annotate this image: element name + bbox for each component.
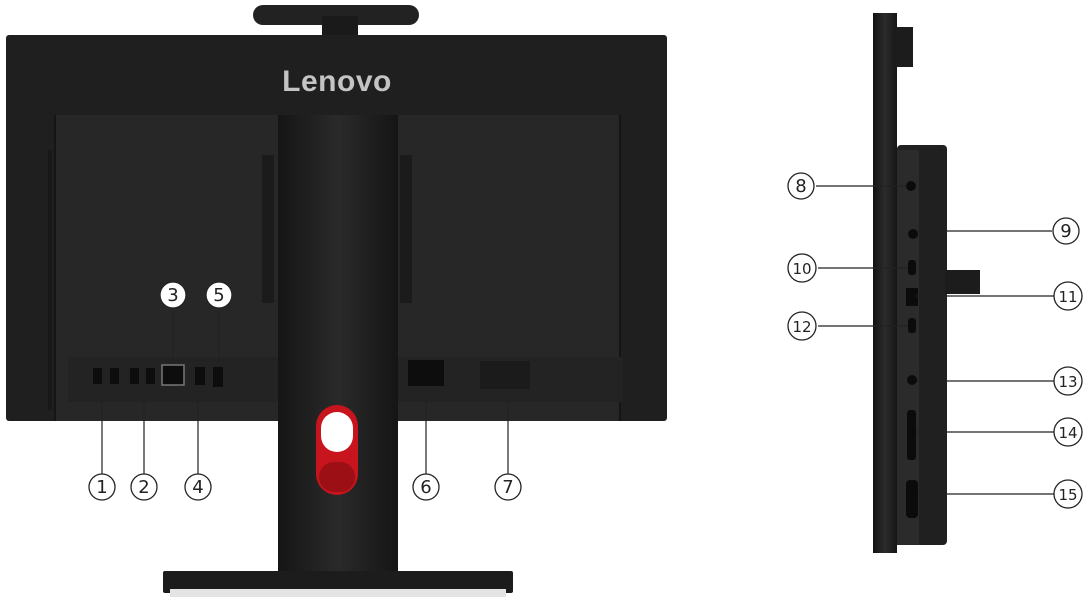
stand-base [163, 571, 513, 593]
svg-text:1: 1 [96, 477, 107, 498]
callout-1: 1 [88, 473, 116, 501]
callout-6: 6 [412, 473, 440, 501]
callout-2: 2 [130, 473, 158, 501]
svg-text:2: 2 [138, 477, 149, 498]
hdmi-port [195, 367, 205, 385]
callout-badges: 1 2 3 4 5 6 7 8 [88, 172, 1083, 509]
side-panel [873, 13, 897, 553]
svg-text:3: 3 [167, 285, 178, 306]
callout-5: 5 [205, 281, 233, 309]
ethernet-port [161, 364, 185, 386]
callout-12: 12 [787, 311, 817, 341]
callout-15: 15 [1053, 479, 1083, 509]
svg-text:4: 4 [192, 477, 203, 498]
callout-10: 10 [787, 253, 817, 283]
svg-text:9: 9 [1060, 221, 1071, 242]
usb-port [130, 368, 139, 384]
callout-8: 8 [787, 172, 815, 200]
displayport-port [213, 367, 223, 387]
svg-text:11: 11 [1058, 288, 1077, 306]
svg-text:10: 10 [792, 260, 811, 278]
callout-3: 3 [159, 281, 187, 309]
rear-view: Lenovo [6, 5, 667, 597]
callout-7: 7 [494, 473, 522, 501]
usb-port [110, 368, 119, 384]
svg-text:14: 14 [1058, 424, 1077, 442]
stand-column [278, 115, 398, 590]
label-plate [480, 361, 530, 389]
side-stand [945, 270, 980, 294]
usb-port [146, 368, 155, 384]
side-view [816, 13, 1054, 553]
callout-11: 11 [1053, 281, 1083, 311]
vent-left [262, 155, 274, 303]
usb-port [93, 368, 102, 384]
callout-4: 4 [184, 473, 212, 501]
svg-text:13: 13 [1058, 373, 1077, 391]
svg-text:15: 15 [1058, 486, 1077, 504]
vent-right [400, 155, 412, 303]
callout-9: 9 [1052, 217, 1080, 245]
svg-text:8: 8 [795, 176, 806, 197]
webcam-bar [253, 5, 419, 25]
callout-14: 14 [1053, 417, 1083, 447]
svg-text:7: 7 [502, 477, 513, 498]
svg-text:5: 5 [213, 285, 224, 306]
callout-13: 13 [1053, 366, 1083, 396]
svg-text:6: 6 [420, 477, 431, 498]
brand-logo: Lenovo [282, 65, 392, 98]
svg-text:12: 12 [792, 318, 811, 336]
power-connector [408, 360, 444, 386]
